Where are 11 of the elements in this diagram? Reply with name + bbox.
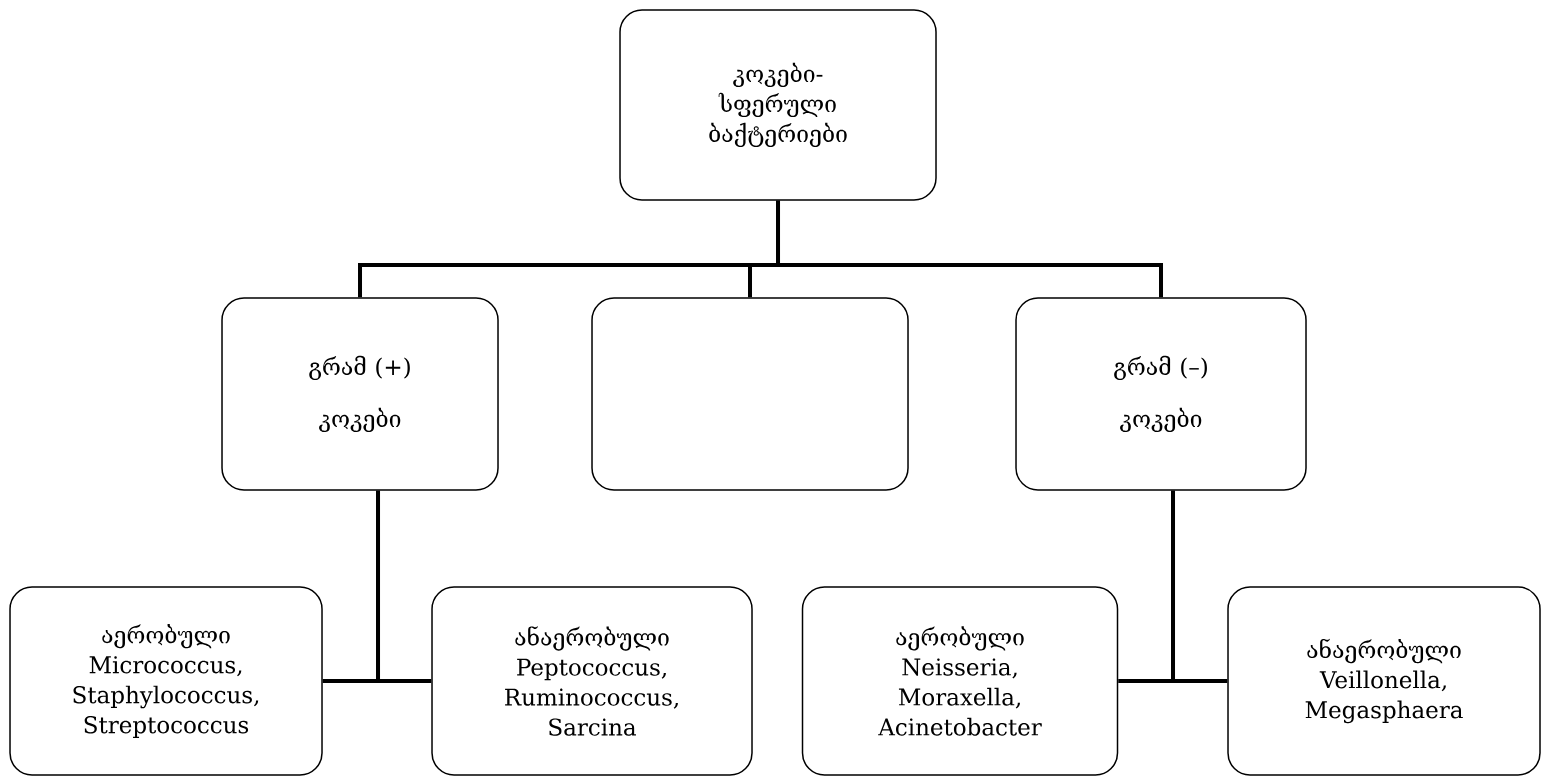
- rounded-box: კოკები- სფერული ბაქტერიები: [619, 9, 937, 201]
- rounded-box: გრამ (+) კოკები: [221, 297, 499, 491]
- connector: [776, 200, 1163, 298]
- rounded-box: ანაერობული Veillonella, Megasphaera: [1227, 586, 1541, 776]
- rounded-box: ანაერობული Peptococcus, Ruminococcus, Sarcina: [431, 586, 753, 776]
- rounded-box: აერობული Micrococcus, Staphylococcus, Streptococcus: [9, 586, 323, 776]
- rounded-box: [591, 297, 909, 491]
- rounded-box: აერობული Neisseria, Moraxella, Acinetobacter: [801, 586, 1119, 776]
- rounded-box: გრამ (–) კოკები: [1015, 297, 1307, 491]
- connector: [376, 490, 432, 683]
- connector: [1171, 490, 1228, 683]
